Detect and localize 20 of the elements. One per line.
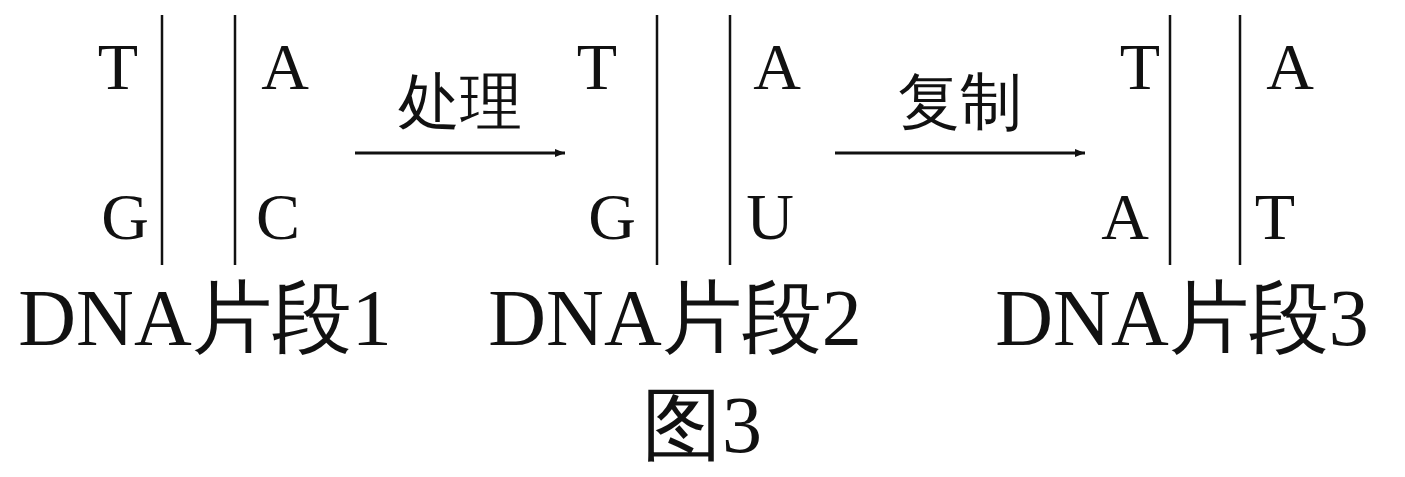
base-letter: G — [588, 184, 636, 250]
base-letter: A — [1266, 34, 1314, 100]
fragment-label: DNA片段2 — [488, 278, 862, 358]
base-letter: G — [101, 184, 149, 250]
base-letter: T — [1119, 34, 1161, 100]
arrow — [355, 149, 565, 157]
base-letter: A — [261, 34, 309, 100]
edge-label: 处理 — [398, 71, 522, 133]
arrow — [835, 149, 1085, 157]
base-letter: T — [1254, 184, 1296, 250]
base-letter: A — [1101, 184, 1149, 250]
edge-label: 复制 — [898, 71, 1022, 133]
figure-caption: 图3 — [642, 385, 762, 465]
base-letter: C — [256, 184, 300, 250]
base-letter: U — [746, 184, 794, 250]
base-letter: T — [576, 34, 618, 100]
base-letter: A — [753, 34, 801, 100]
base-letter: T — [97, 34, 139, 100]
fragment-label: DNA片段3 — [995, 278, 1369, 358]
fragment-label: DNA片段1 — [18, 278, 392, 358]
